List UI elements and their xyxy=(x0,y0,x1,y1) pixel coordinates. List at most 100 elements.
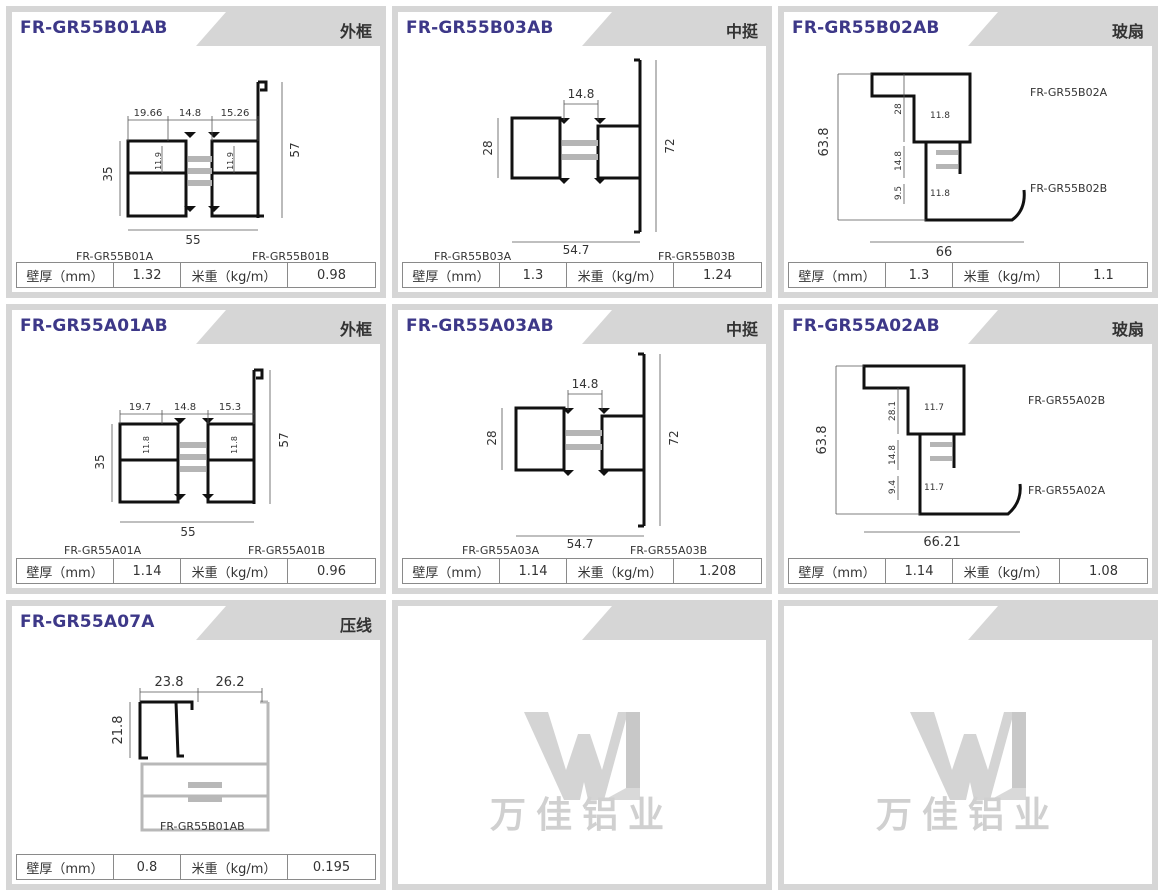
product-card-a07a[interactable]: FR-GR55A07A 压线 xyxy=(6,600,386,890)
dim-label: 28 xyxy=(485,430,499,445)
dim-label: 9.4 xyxy=(888,480,898,495)
card-header xyxy=(784,606,1152,640)
profile-drawing: 63.8 28.1 11.7 14.8 9.4 11.7 66.21 FR-GR… xyxy=(784,344,1152,554)
dim-label: 57 xyxy=(277,432,291,447)
product-type: 中挺 xyxy=(725,320,758,339)
card-header: FR-GR55A02AB 玻扇 xyxy=(784,310,1152,344)
profile-drawing: 14.8 28 72 54.7 FR-GR55B03A FR-GR55B03B xyxy=(398,46,766,263)
dim-label: 14.8 xyxy=(894,151,904,171)
profile-drawing: 14.8 28 72 54.7 FR-GR55A03A FR-GR55A03B xyxy=(398,344,766,557)
profile-drawing: 19.66 14.8 15.26 35 11.9 11.9 57 55 FR-G… xyxy=(12,46,380,263)
wall-value: 1.32 xyxy=(114,263,181,287)
spec-row: 壁厚（mm） 1.14 米重（kg/m） 0.96 xyxy=(16,558,376,584)
dim-label: 11.8 xyxy=(930,189,950,199)
product-type: 玻扇 xyxy=(1111,320,1144,339)
part-label: FR-GR55A03B xyxy=(630,544,707,557)
wall-value: 1.14 xyxy=(500,559,567,583)
weight-value: 1.1 xyxy=(1093,267,1114,283)
dim-label: 11.8 xyxy=(142,436,151,454)
card-header: FR-GR55A07A 压线 xyxy=(12,606,380,640)
part-label: FR-GR55B03A xyxy=(434,250,512,263)
weight-label: 米重（kg/m） xyxy=(181,855,288,879)
dim-label: 11.8 xyxy=(230,436,239,454)
weight-value: 1.08 xyxy=(1089,563,1118,579)
spec-row: 壁厚（mm） 1.3 米重（kg/m） 1.24 xyxy=(402,262,762,288)
dim-label: 15.3 xyxy=(219,402,241,413)
wall-value: 1.14 xyxy=(114,559,181,583)
product-code: FR-GR55A01AB xyxy=(20,316,168,336)
part-label: FR-GR55A01B xyxy=(248,544,325,557)
dim-label: 11.7 xyxy=(924,403,944,413)
spec-row: 壁厚（mm） 1.3 米重（kg/m） 1.1 xyxy=(788,262,1148,288)
brand-name: 万佳铝业 xyxy=(489,794,674,836)
product-card-b02ab[interactable]: FR-GR55B02AB 玻扇 xyxy=(778,6,1158,298)
dim-label: 28.1 xyxy=(888,401,898,421)
weight-value: 1.24 xyxy=(703,267,732,283)
dim-label: 15.26 xyxy=(221,108,250,119)
wall-label: 壁厚（mm） xyxy=(17,263,114,287)
part-label: FR-GR55B01AB xyxy=(160,820,245,833)
dim-label: 14.8 xyxy=(888,445,898,465)
weight-value: 0.96 xyxy=(317,563,346,579)
product-card-a02ab[interactable]: FR-GR55A02AB 玻扇 xyxy=(778,304,1158,594)
dim-label: 14.8 xyxy=(572,377,599,391)
product-card-b03ab[interactable]: FR-GR55B03AB 中挺 xyxy=(392,6,772,298)
weight-label: 米重（kg/m） xyxy=(567,559,674,583)
product-type: 玻扇 xyxy=(1111,22,1144,41)
empty-card-logo: 万佳铝业 xyxy=(392,600,772,890)
dim-label: 11.7 xyxy=(924,483,944,493)
part-label: FR-GR55A03A xyxy=(462,544,540,557)
card-header: FR-GR55A03AB 中挺 xyxy=(398,310,766,344)
dim-label: 28 xyxy=(894,103,904,115)
wall-label: 壁厚（mm） xyxy=(789,263,886,287)
spec-row: 壁厚（mm） 1.32 米重（kg/m） 0.98 xyxy=(16,262,376,288)
part-label: FR-GR55A02A xyxy=(1028,484,1106,497)
weight-value: 0.98 xyxy=(317,267,346,283)
product-card-b01ab[interactable]: FR-GR55B01AB 外框 xyxy=(6,6,386,298)
weight-value: 1.208 xyxy=(698,563,737,579)
dim-label: 35 xyxy=(93,454,107,469)
product-card-a03ab[interactable]: FR-GR55A03AB 中挺 xyxy=(392,304,772,594)
dim-label: 9.5 xyxy=(894,186,904,200)
wall-label: 壁厚（mm） xyxy=(403,559,500,583)
dim-label: 63.8 xyxy=(817,128,832,157)
dim-label: 72 xyxy=(663,138,677,153)
part-label: FR-GR55B01A xyxy=(76,250,154,263)
profile-drawing: 23.8 26.2 21.8 FR-GR55B01AB xyxy=(12,640,380,850)
product-card-a01ab[interactable]: FR-GR55A01AB 外框 xyxy=(6,304,386,594)
dim-label: 11.8 xyxy=(930,111,950,121)
brand-logo: 万佳铝业 xyxy=(784,640,1152,884)
product-code: FR-GR55A03AB xyxy=(406,316,554,336)
product-code: FR-GR55A07A xyxy=(20,612,155,632)
weight-label: 米重（kg/m） xyxy=(181,559,288,583)
dim-label: 72 xyxy=(667,430,681,445)
dim-label: 14.8 xyxy=(174,402,196,413)
part-label: FR-GR55A02B xyxy=(1028,394,1105,407)
product-code: FR-GR55B03AB xyxy=(406,18,554,38)
weight-value: 0.195 xyxy=(312,859,351,875)
dim-label: 21.8 xyxy=(111,716,126,745)
dim-label: 19.66 xyxy=(134,108,163,119)
dim-label: 23.8 xyxy=(155,675,184,690)
dim-label: 54.7 xyxy=(563,243,590,257)
dim-label: 11.9 xyxy=(154,152,163,170)
product-code: FR-GR55B02AB xyxy=(792,18,940,38)
part-label: FR-GR55A01A xyxy=(64,544,142,557)
wall-label: 壁厚（mm） xyxy=(403,263,500,287)
empty-card-logo: 万佳铝业 xyxy=(778,600,1158,890)
product-type: 中挺 xyxy=(725,22,758,41)
dim-label: 26.2 xyxy=(216,675,245,690)
dim-label: 11.9 xyxy=(226,152,235,170)
dim-label: 28 xyxy=(481,140,495,155)
wall-label: 壁厚（mm） xyxy=(17,559,114,583)
part-label: FR-GR55B02A xyxy=(1030,86,1108,99)
profile-drawing: 19.7 14.8 15.3 35 11.8 11.8 57 55 FR-GR5… xyxy=(12,344,380,557)
card-header xyxy=(398,606,766,640)
dim-label: 66 xyxy=(936,245,953,260)
product-code: FR-GR55B01AB xyxy=(20,18,168,38)
wall-value: 1.3 xyxy=(886,263,953,287)
spec-row: 壁厚（mm） 1.14 米重（kg/m） 1.208 xyxy=(402,558,762,584)
product-type: 外框 xyxy=(339,22,372,41)
dim-label: 54.7 xyxy=(567,537,594,551)
